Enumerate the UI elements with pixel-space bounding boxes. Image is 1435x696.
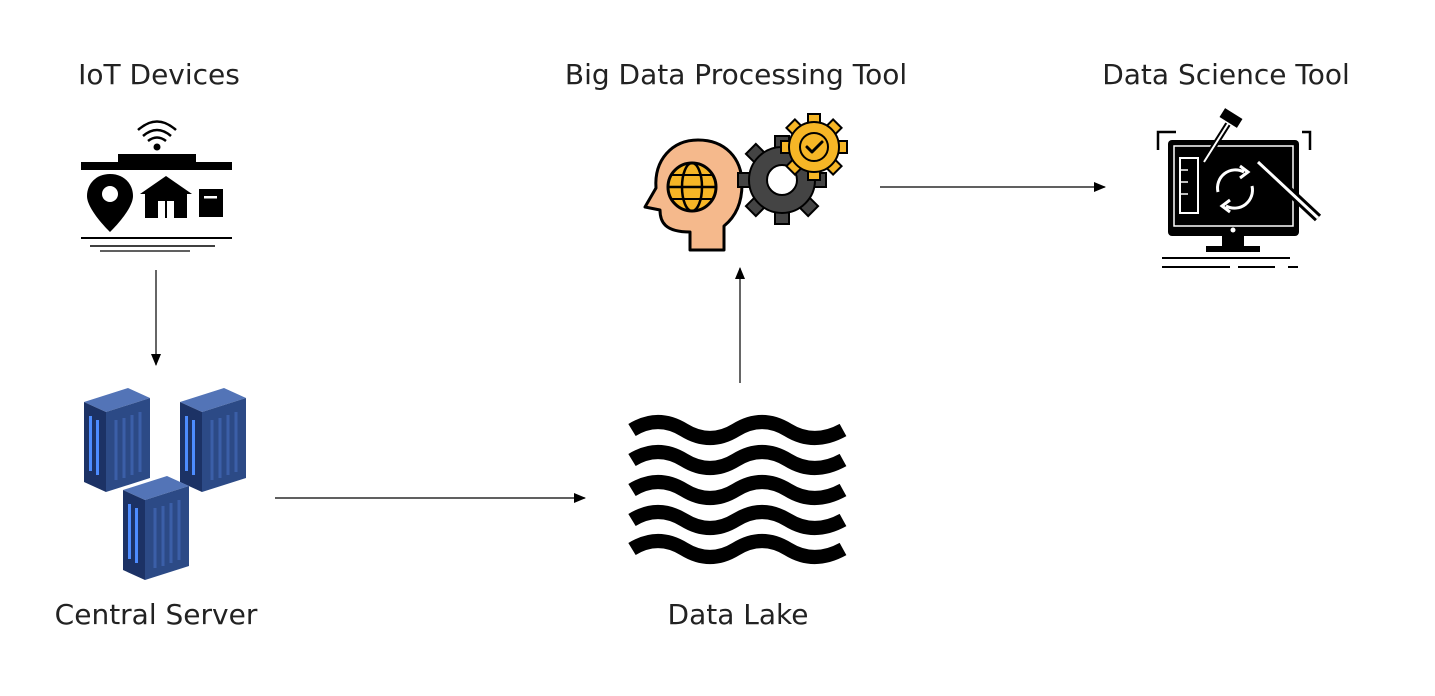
- iot-house-location-icon: [81, 120, 232, 252]
- head-globe-gears-icon: [643, 113, 848, 252]
- data-lake-label: Data Lake: [667, 598, 809, 631]
- arrows: [151, 182, 1106, 503]
- server-racks-icon: [84, 388, 246, 580]
- server-rack-1: [84, 388, 150, 492]
- waves-icon: [628, 415, 847, 564]
- server-rack-3: [123, 476, 189, 580]
- server-rack-2: [180, 388, 246, 492]
- monitor-tools-icon: [1156, 106, 1322, 268]
- iot-devices-label: IoT Devices: [78, 58, 240, 91]
- central-server-label: Central Server: [54, 598, 258, 631]
- data-science-tool-label: Data Science Tool: [1102, 58, 1350, 91]
- big-data-processing-tool-label: Big Data Processing Tool: [564, 58, 908, 91]
